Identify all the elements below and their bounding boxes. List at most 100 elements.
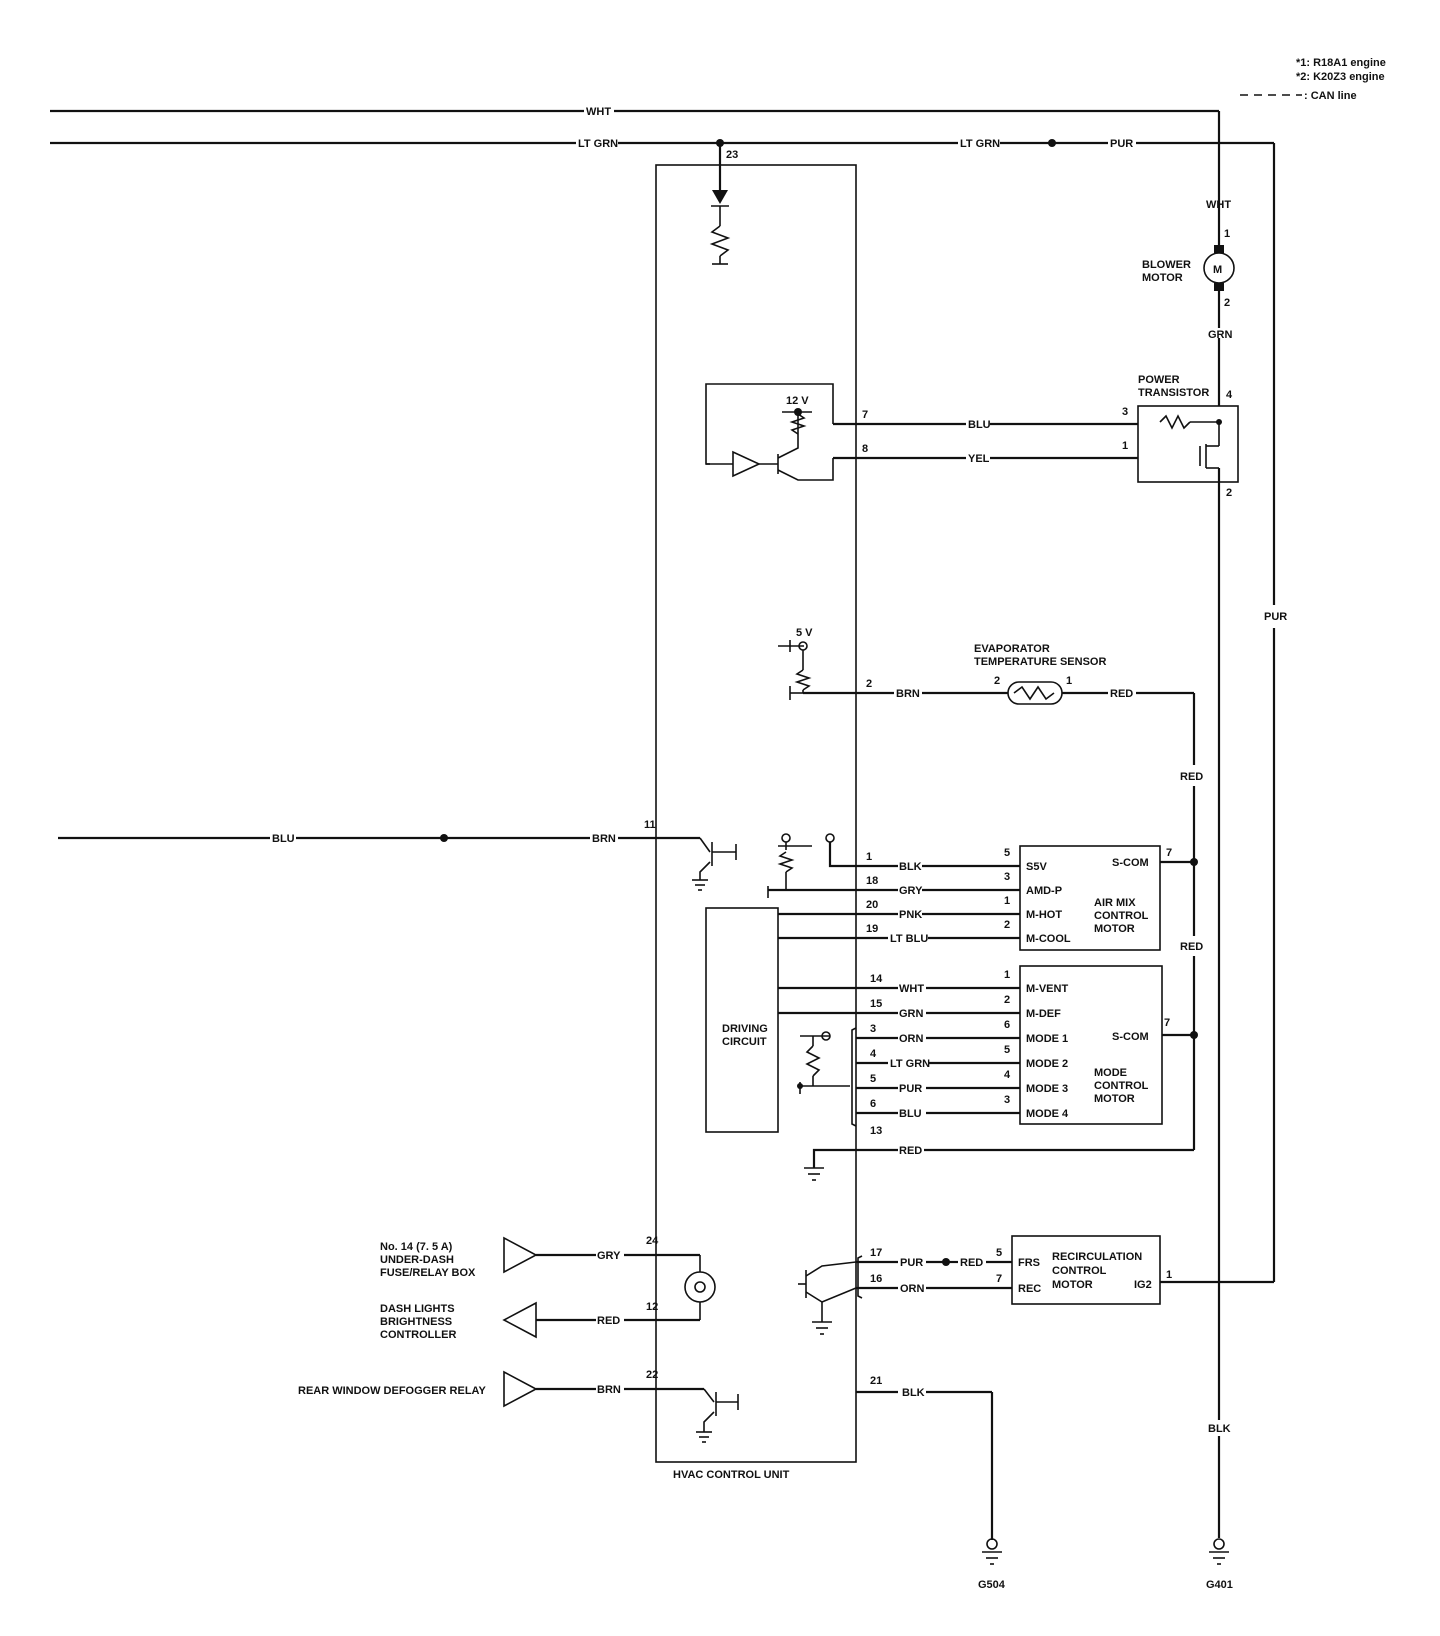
pin-am-5: 5 <box>1004 847 1010 859</box>
recirc-label-1: RECIRCULATION <box>1052 1251 1142 1263</box>
wire-label-blu-mode4: BLU <box>899 1108 922 1120</box>
wire-label-brn-defog: BRN <box>597 1384 621 1396</box>
blower-motor-symbol: M <box>1213 264 1222 276</box>
evaporator-label-1: EVAPORATOR <box>974 643 1050 655</box>
wire-label-blu-pt: BLU <box>968 419 991 431</box>
dash-lights-label-1: DASH LIGHTS <box>380 1303 455 1315</box>
mode-term-mode1: MODE 1 <box>1026 1033 1068 1045</box>
pin-12: 12 <box>646 1301 658 1313</box>
wire-label-brn-evap: BRN <box>896 688 920 700</box>
wire-label-pur-mode3: PUR <box>899 1083 922 1095</box>
pin-am-3: 3 <box>1004 871 1010 883</box>
pin-11: 11 <box>644 819 656 831</box>
air-mix-term-scom: S-COM <box>1112 857 1149 869</box>
voltage-12v: 12 V <box>786 395 809 407</box>
air-mix-term-mcool: M-COOL <box>1026 933 1071 945</box>
pin-am-1: 1 <box>1004 895 1010 907</box>
voltage-5v: 5 V <box>796 627 813 639</box>
mode-motor-circuit: 14 15 3 4 5 6 WHT GRN ORN LT GRN PUR BLU… <box>778 965 1198 1181</box>
pin-am-2: 2 <box>1004 919 1010 931</box>
pin-21: 21 <box>870 1375 882 1387</box>
legend-note-k20z3: *2: K20Z3 engine <box>1296 71 1385 83</box>
pin-15-grn: 15 <box>870 998 882 1010</box>
pin-22: 22 <box>646 1369 658 1381</box>
wire-label-red-frs: RED <box>960 1257 983 1269</box>
wire-label-wht-mvent: WHT <box>899 983 924 995</box>
mode-term-mode3: MODE 3 <box>1026 1083 1068 1095</box>
wire-label-pur-frs: PUR <box>900 1257 923 1269</box>
pin-19-ltblu: 19 <box>866 923 878 935</box>
pin-16: 16 <box>870 1273 882 1285</box>
pin-evap-2: 2 <box>994 675 1000 687</box>
pin11-input-circuit: BLU BRN 11 <box>58 819 737 891</box>
fuse-box-label-3: FUSE/RELAY BOX <box>380 1267 476 1279</box>
recirc-term-ig2: IG2 <box>1134 1279 1152 1291</box>
power-transistor: POWER TRANSISTOR 4 3 1 2 <box>1122 374 1239 1538</box>
driving-circuit-label-1: DRIVING <box>722 1023 768 1035</box>
pin-14-wht: 14 <box>870 973 883 985</box>
pin-pt-3: 3 <box>1122 406 1128 418</box>
blower-drive-circuit: 12 V 7 8 BLU YEL <box>705 383 1138 481</box>
fuse-box-circuit: GRY 24 No. 14 (7. 5 A) UNDER-DASH FUSE/R… <box>380 1235 716 1341</box>
wire-wht-top: WHT <box>50 106 1221 197</box>
ground-g504: G504 <box>978 1579 1006 1591</box>
pin-13: 13 <box>870 1125 882 1137</box>
pin-rc-7: 7 <box>996 1273 1002 1285</box>
power-transistor-label-2: TRANSISTOR <box>1138 387 1209 399</box>
pin-8-yel: 8 <box>862 443 868 455</box>
hvac-control-unit <box>655 164 857 1463</box>
pin-6-blu: 6 <box>870 1098 876 1110</box>
defogger-relay-circuit: BRN 22 REAR WINDOW DEFOGGER RELAY <box>298 1369 739 1443</box>
pin-mm-5: 5 <box>1004 1044 1010 1056</box>
pin-24: 24 <box>646 1235 659 1247</box>
air-mix-term-amdp: AMD-P <box>1026 885 1062 897</box>
wire-label-gry-amdp: GRY <box>899 885 923 897</box>
wire-label-yel-pt: YEL <box>968 453 990 465</box>
recirc-term-rec: REC <box>1018 1283 1041 1295</box>
wire-label-orn-mode1: ORN <box>899 1033 924 1045</box>
mode-term-mode4: MODE 4 <box>1026 1108 1069 1120</box>
pin-20-pnk: 20 <box>866 899 878 911</box>
pin-7-blu: 7 <box>862 409 868 421</box>
wire-label-ltgrn-mode2: LT GRN <box>890 1058 930 1070</box>
pin-am-scom-7: 7 <box>1166 847 1172 859</box>
recirc-label-2: CONTROL <box>1052 1265 1107 1277</box>
pin-18-gry: 18 <box>866 875 878 887</box>
pin-motor-2: 2 <box>1224 297 1230 309</box>
blower-motor-label-2: MOTOR <box>1142 272 1183 284</box>
pin-mm-2: 2 <box>1004 994 1010 1006</box>
pin-mm-1: 1 <box>1004 969 1010 981</box>
wire-label-wht-top: WHT <box>586 106 611 118</box>
air-mix-label-1: AIR MIX <box>1094 897 1136 909</box>
air-mix-label-2: CONTROL <box>1094 910 1149 922</box>
wire-label-wht-motor: WHT <box>1206 199 1231 211</box>
wire-label-gry-fuse: GRY <box>597 1250 621 1262</box>
recirc-term-frs: FRS <box>1018 1257 1040 1269</box>
wire-label-pur-right: PUR <box>1264 611 1287 623</box>
wire-label-red-dash: RED <box>597 1315 620 1327</box>
ground-g401: G401 <box>1206 1579 1233 1591</box>
mode-motor-label-3: MOTOR <box>1094 1093 1135 1105</box>
dash-lights-label-2: BRIGHTNESS <box>380 1316 452 1328</box>
fuse-box-label-1: No. 14 (7. 5 A) <box>380 1241 453 1253</box>
air-mix-term-mhot: M-HOT <box>1026 909 1062 921</box>
evaporator-label-2: TEMPERATURE SENSOR <box>974 656 1106 668</box>
pin-rc-5: 5 <box>996 1247 1002 1259</box>
pin-mm-6: 6 <box>1004 1019 1010 1031</box>
wire-label-blk-pin21: BLK <box>902 1387 925 1399</box>
driving-circuit <box>705 907 779 1133</box>
pin-ig2-1: 1 <box>1166 1269 1172 1281</box>
recirc-label-3: MOTOR <box>1052 1279 1093 1291</box>
air-mix-label-3: MOTOR <box>1094 923 1135 935</box>
recirc-motor-circuit: 17 16 PUR RED ORN 5 7 FRS REC IG2 RECIRC… <box>798 1235 1161 1335</box>
wire-label-grn-mdef: GRN <box>899 1008 924 1020</box>
pin-5-pur: 5 <box>870 1073 876 1085</box>
pin-23: 23 <box>726 149 738 161</box>
pin-pt-1: 1 <box>1122 440 1128 452</box>
wire-label-pnk-mhot: PNK <box>899 909 922 921</box>
blower-motor: M WHT 1 2 GRN BLOWER MOTOR <box>1142 197 1235 420</box>
pin-2-brn: 2 <box>866 678 872 690</box>
legend-note-r18a1: *1: R18A1 engine <box>1296 57 1386 69</box>
pin-4-ltgrn: 4 <box>870 1048 877 1060</box>
wire-label-blu-pin11: BLU <box>272 833 295 845</box>
